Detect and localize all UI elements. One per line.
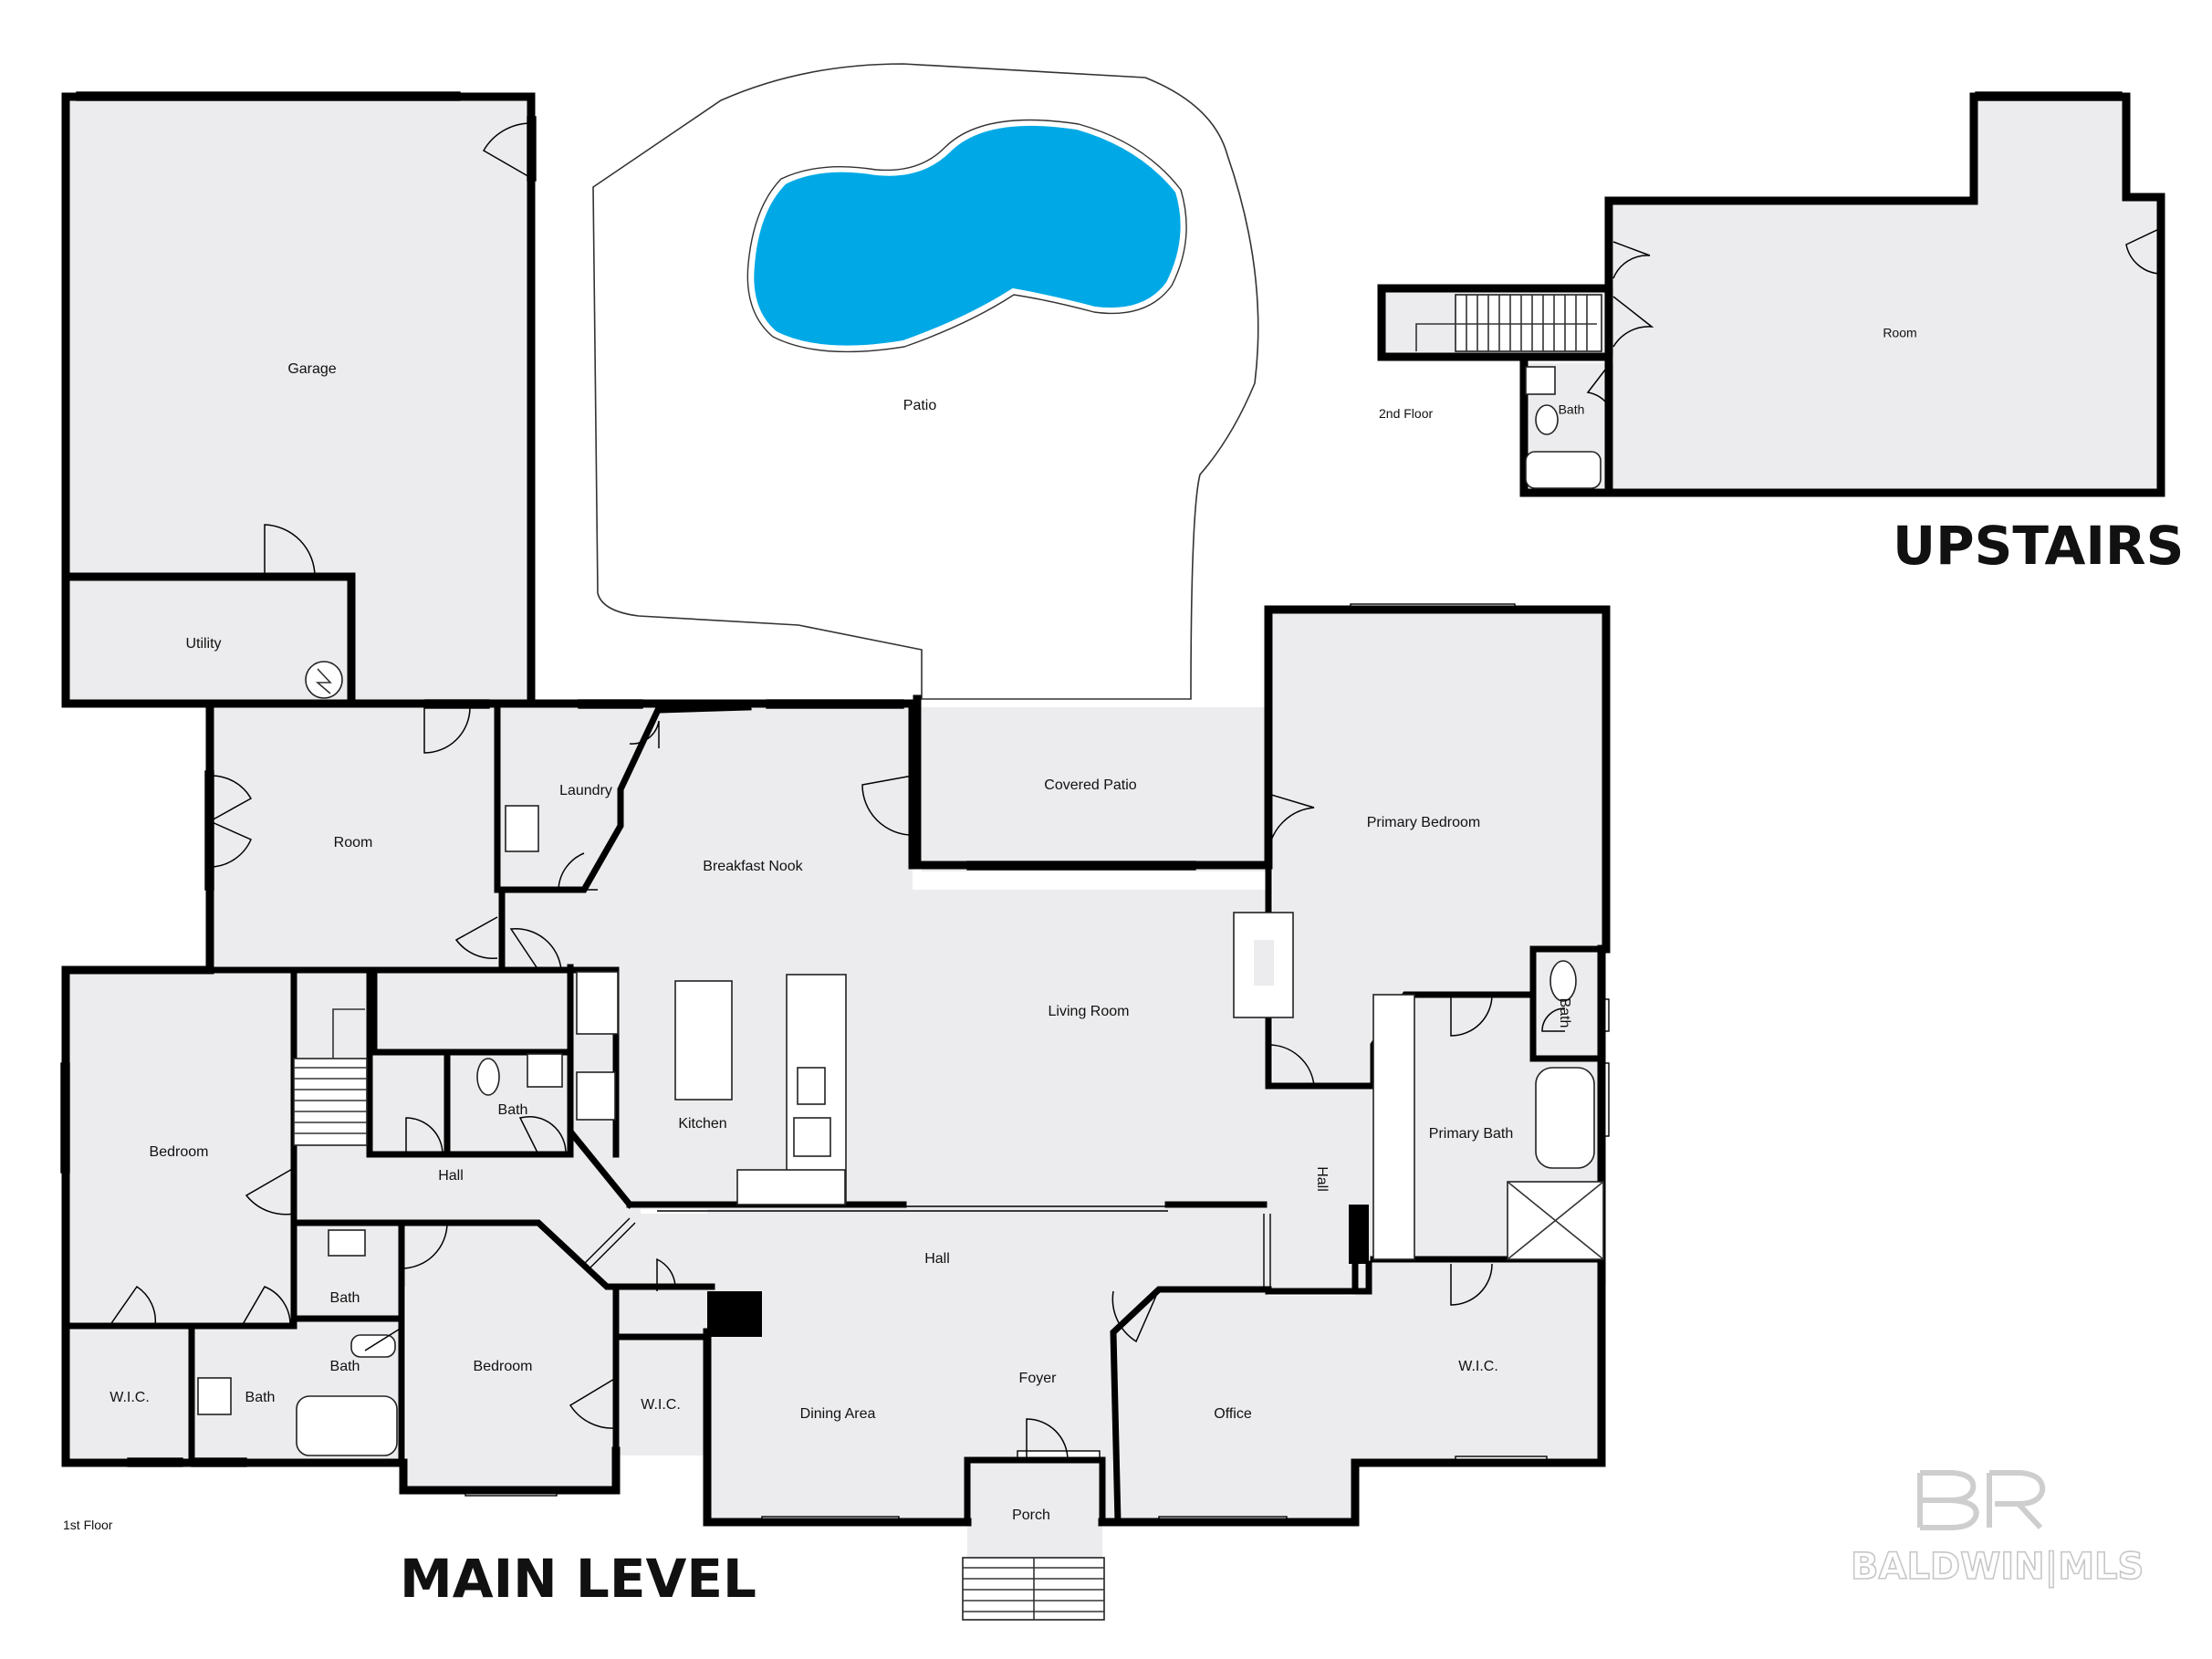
label-wic-east: W.I.C. (1458, 1359, 1498, 1374)
label-bath-a: Bath (330, 1290, 360, 1306)
label-hall-center: Hall (924, 1251, 950, 1267)
label-utility: Utility (185, 636, 221, 652)
label-foyer: Foyer (1019, 1371, 1058, 1386)
baldwin-mls-watermark: BALDWIN|MLS (1850, 1470, 2144, 1590)
label-primary-bath: Primary Bath (1429, 1126, 1513, 1142)
fixtures (197, 661, 1604, 1621)
label-living-room: Living Room (1049, 1004, 1130, 1019)
label-bath-center: Bath (498, 1102, 528, 1118)
label-bath-b: Bath (330, 1359, 360, 1374)
label-wic-center: W.I.C. (641, 1397, 681, 1413)
partial-walls (583, 1205, 1271, 1287)
stairs-main (293, 1008, 368, 1146)
label-first-floor: 1st Floor (63, 1518, 113, 1532)
label-bedroom-west: Bedroom (150, 1144, 209, 1160)
swimming-pool (750, 121, 1184, 350)
label-hall-east: Hall (1314, 1166, 1330, 1192)
patio-area (592, 63, 1259, 700)
doors (109, 122, 1566, 1461)
stairs-upstairs (1415, 294, 1602, 352)
porch-steps (962, 1557, 1105, 1621)
label-wic-west: W.I.C. (110, 1390, 150, 1405)
label-upstairs-room: Room (1883, 326, 1916, 340)
label-upstairs-bath: Bath (1559, 402, 1585, 417)
label-primary-bedroom: Primary Bedroom (1367, 815, 1480, 830)
label-hall-small: Hall (438, 1168, 464, 1184)
label-bath-primary-wc: Bath (1557, 998, 1572, 1028)
label-porch: Porch (1012, 1508, 1050, 1523)
heading-upstairs: UPSTAIRS (1893, 515, 2184, 577)
upstairs-plan (1377, 91, 2165, 497)
label-room-main: Room (334, 835, 373, 850)
label-garage: Garage (287, 361, 336, 377)
label-covered-patio: Covered Patio (1044, 777, 1136, 793)
label-patio: Patio (903, 398, 937, 413)
heading-main-level: MAIN LEVEL (400, 1548, 756, 1610)
label-kitchen: Kitchen (678, 1116, 726, 1132)
room-labels: Garage Utility Patio Covered Patio Room … (110, 326, 1916, 1524)
floor-labels: 1st Floor 2nd Floor MAIN LEVEL UPSTAIRS (63, 406, 2184, 1610)
label-second-floor: 2nd Floor (1379, 406, 1433, 421)
label-breakfast-nook: Breakfast Nook (703, 859, 803, 874)
watermark-text: BALDWIN|MLS (1851, 1546, 2144, 1589)
label-office: Office (1214, 1406, 1252, 1422)
label-bedroom-center: Bedroom (474, 1359, 533, 1374)
label-laundry: Laundry (559, 783, 612, 798)
room-fills (66, 97, 1606, 1615)
br-logo (1917, 1470, 2046, 1530)
label-bath-c: Bath (245, 1390, 276, 1405)
label-dining-area: Dining Area (800, 1406, 876, 1422)
